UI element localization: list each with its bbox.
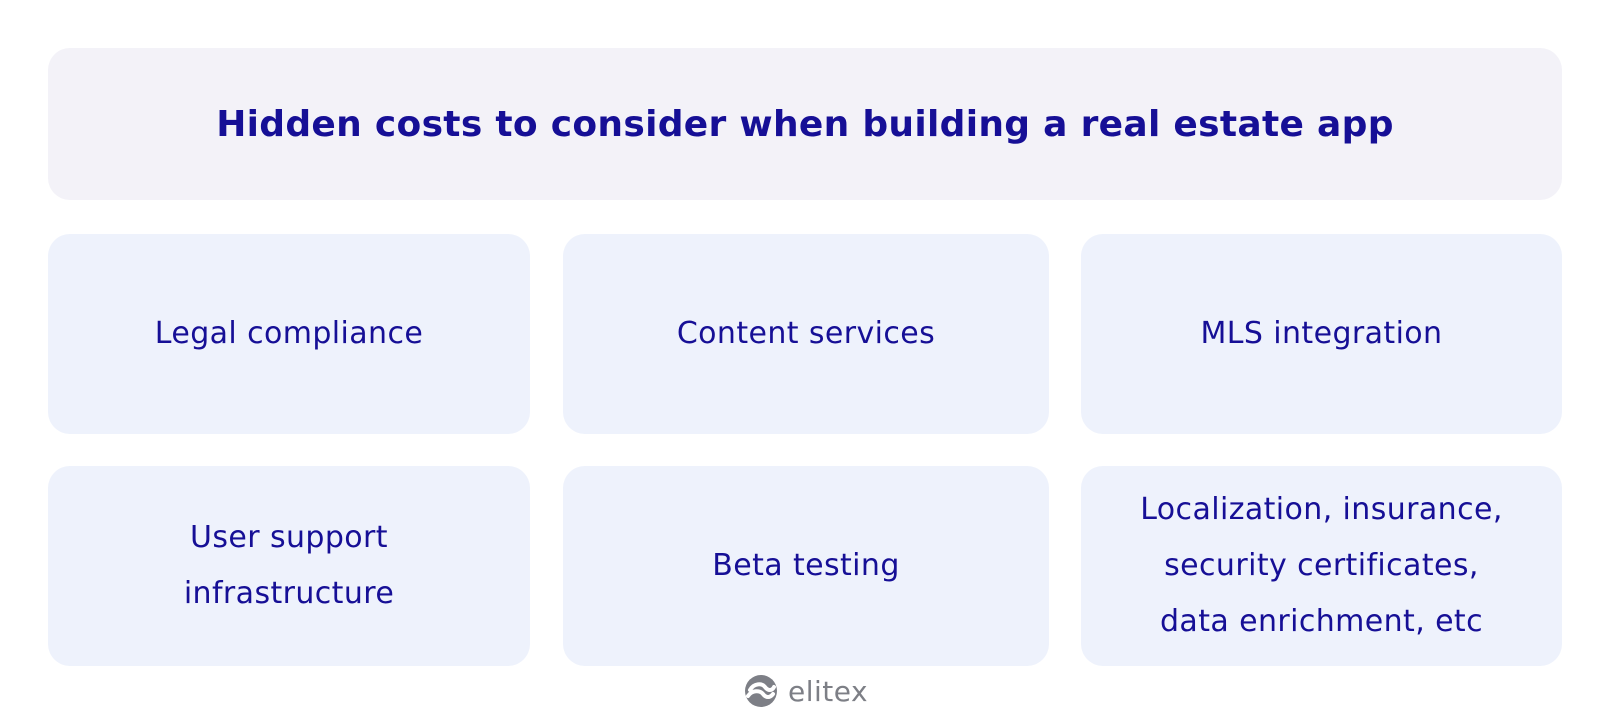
cost-card-localization: Localization, insurance, security certif… [1081,466,1562,666]
cost-card-content-services: Content services [563,234,1049,434]
cost-card-mls-integration: MLS integration [1081,234,1562,434]
brand-logo: elitex [744,672,868,710]
cost-card-label: Content services [676,316,936,351]
cost-card-beta-testing: Beta testing [563,466,1049,666]
cost-card-label: MLS integration [1200,316,1443,351]
cost-card-label: Legal compliance [154,316,424,351]
cost-card-label: User support infrastructure [183,520,395,611]
page-title: Hidden costs to consider when building a… [216,103,1394,145]
title-banner: Hidden costs to consider when building a… [48,48,1562,200]
elitex-swirl-icon [745,675,777,707]
cost-card-label: Localization, insurance, security certif… [1140,492,1503,639]
cost-card-user-support: User support infrastructure [48,466,530,666]
cost-card-label: Beta testing [712,548,900,583]
cost-card-legal-compliance: Legal compliance [48,234,530,434]
brand-name: elitex [788,674,869,708]
